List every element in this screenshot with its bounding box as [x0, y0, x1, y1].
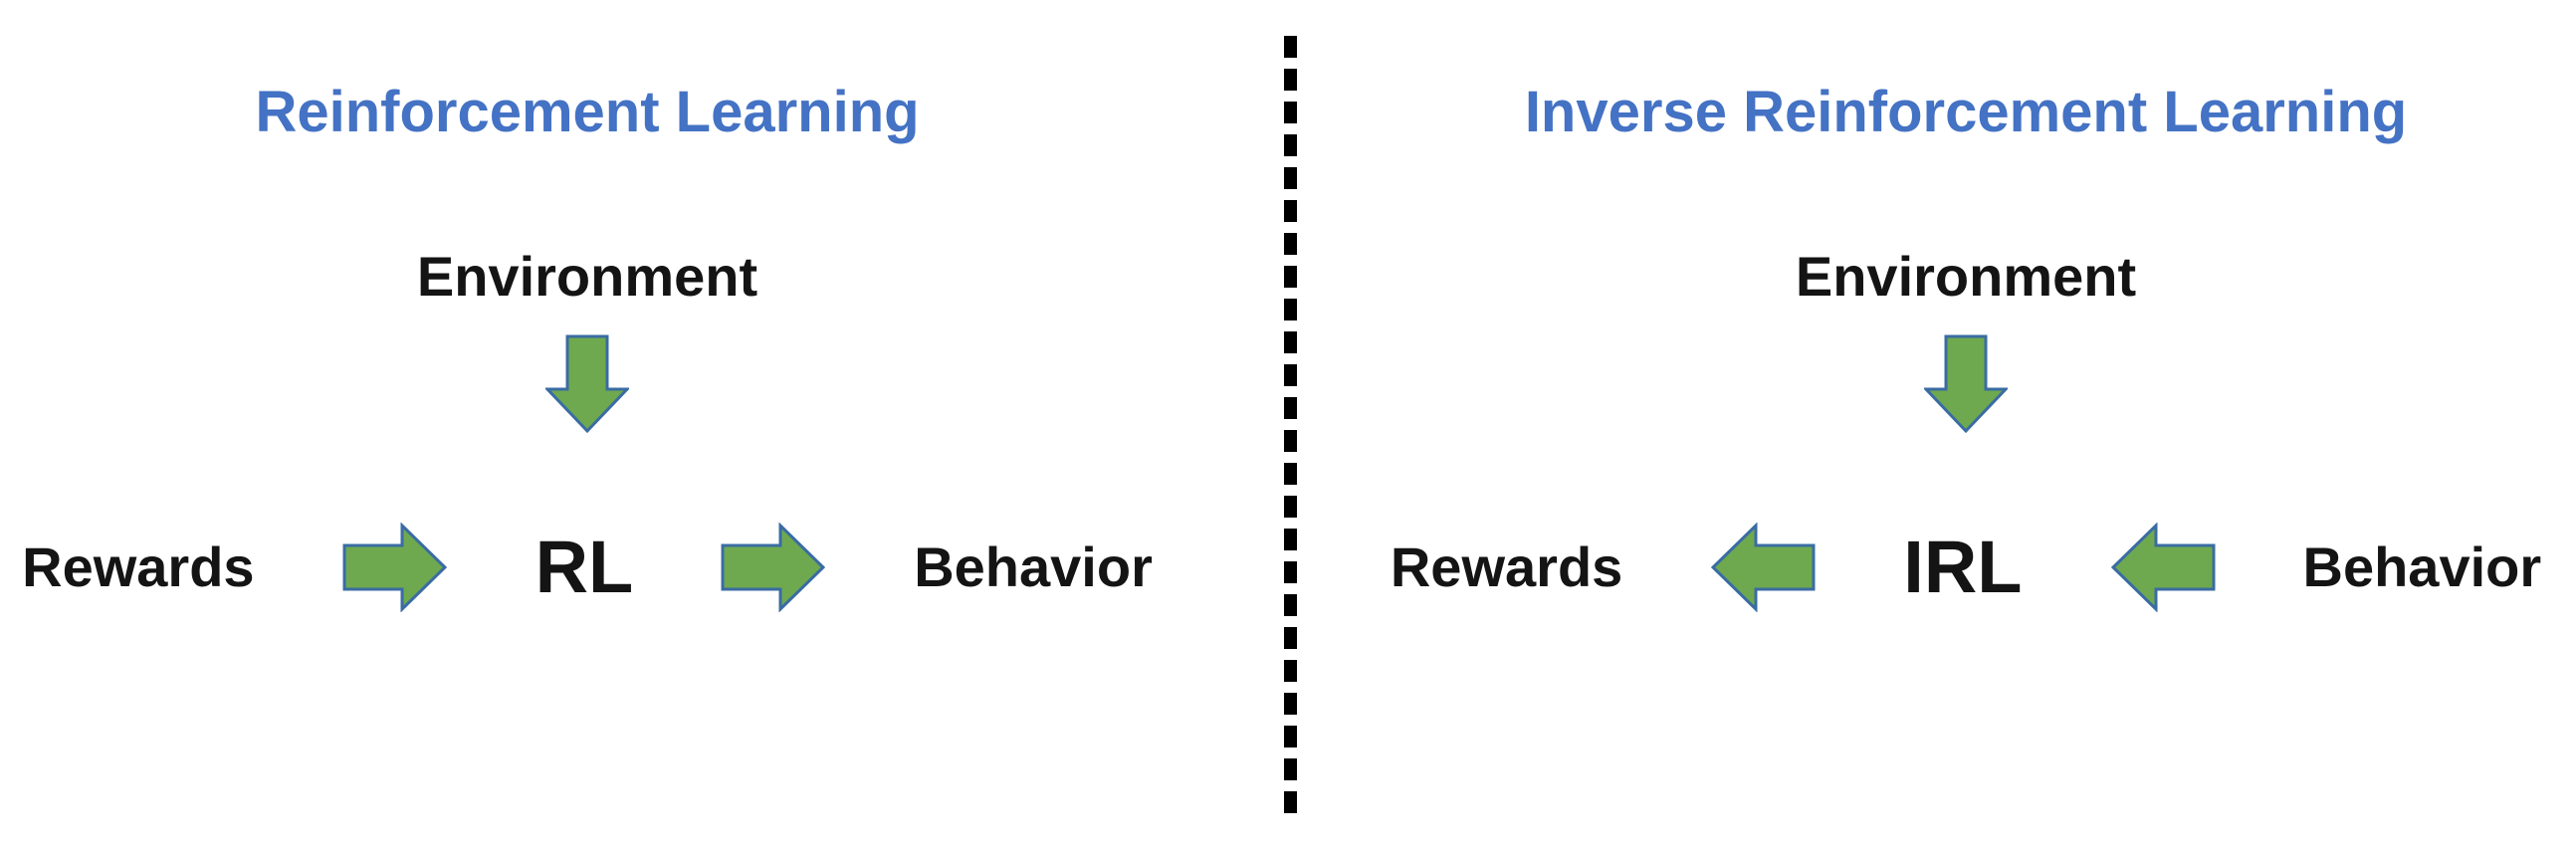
- rewards-label: Rewards: [22, 535, 255, 598]
- panel-title: Reinforcement Learning: [255, 80, 920, 144]
- down-arrow-icon: [1924, 334, 2008, 434]
- right-arrow-icon: [721, 523, 826, 612]
- flow-row: Rewards RL Behavior: [0, 498, 1175, 637]
- rewards-label: Rewards: [1390, 535, 1623, 598]
- dashed-divider: [1284, 36, 1297, 820]
- behavior-label: Behavior: [914, 535, 1153, 598]
- behavior-label: Behavior: [2302, 535, 2542, 598]
- left-arrow-icon: [1711, 523, 1816, 612]
- panel-title: Inverse Reinforcement Learning: [1524, 80, 2408, 144]
- down-arrow-icon: [545, 334, 629, 434]
- environment-label: Environment: [1795, 245, 2137, 308]
- environment-label: Environment: [416, 245, 758, 308]
- right-arrow-icon: [342, 523, 447, 612]
- irl-label: IRL: [1903, 526, 2023, 608]
- rl-label: RL: [535, 526, 634, 608]
- left-arrow-icon: [2110, 523, 2215, 612]
- panel-inverse-reinforcement-learning: Inverse Reinforcement Learning Environme…: [1356, 0, 2576, 854]
- flow-row: Rewards IRL Behavior: [1356, 498, 2576, 637]
- panel-reinforcement-learning: Reinforcement Learning Environment Rewar…: [0, 0, 1175, 854]
